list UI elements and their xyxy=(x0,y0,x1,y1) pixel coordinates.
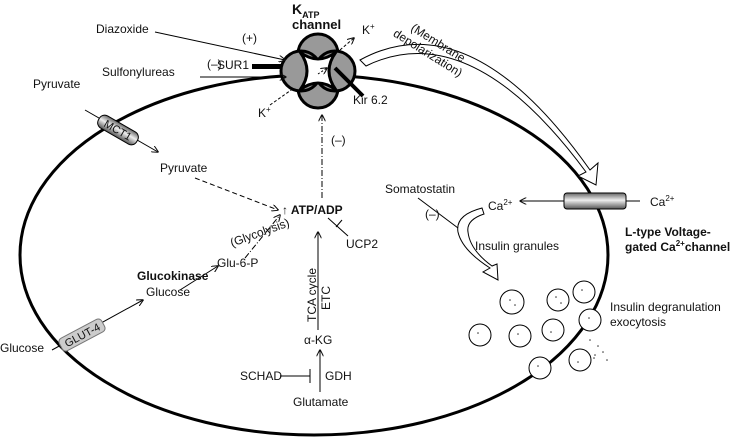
l-type-ca-channel xyxy=(563,192,627,210)
kir-label: Kir 6.2 xyxy=(353,93,388,107)
k-efflux-arrow xyxy=(339,38,354,51)
glut4-transporter: GLUT-4 xyxy=(58,318,106,352)
sulfonylureas-label: Sulfonylureas xyxy=(102,65,175,79)
ca-to-granules-arrow xyxy=(457,207,499,281)
somatostatin-label: Somatostatin xyxy=(385,182,455,196)
ca-inside-label: Ca2+ xyxy=(488,198,513,213)
glycolysis-label: (Glycolysis) xyxy=(228,215,291,249)
alpha-kg-label: α-KG xyxy=(304,333,332,347)
ucp2-label: UCP2 xyxy=(346,237,378,251)
degranulation-label-2: exocytosis xyxy=(610,315,666,329)
glucokinase-arrow xyxy=(179,266,218,291)
minus-label-2: (–) xyxy=(331,133,346,147)
insulin-granules-label: Insulin granules xyxy=(475,239,559,253)
minus-label-1: (–) xyxy=(207,57,222,71)
pyruvate-inside-label: Pyruvate xyxy=(160,161,208,175)
glucose-inside-label: Glucose xyxy=(146,285,190,299)
l-type-label-2: gated Ca2+channel xyxy=(625,239,730,254)
sur1-bar xyxy=(252,64,282,69)
glucose-outside-label: Glucose xyxy=(0,341,44,355)
plus-label: (+) xyxy=(242,31,257,45)
etc-label: ETC xyxy=(319,286,333,310)
k-top-label: K+ xyxy=(362,22,375,37)
pyruvate-to-atp-arrow xyxy=(194,177,278,210)
gdh-label: GDH xyxy=(325,369,352,383)
kir-6-2-line xyxy=(333,66,365,98)
k-left-label: K+ xyxy=(258,105,271,120)
insulin-granule-speckles xyxy=(477,289,608,367)
svg-text:GLUT-4: GLUT-4 xyxy=(63,321,103,350)
somatostatin-inhibition xyxy=(417,197,459,229)
k-influx-line xyxy=(269,87,295,106)
ucp2-inhibition xyxy=(327,217,349,237)
katp-title: KATP xyxy=(292,1,319,20)
degranulation-label-1: Insulin degranulation xyxy=(610,300,721,314)
glutamate-label: Glutamate xyxy=(293,395,349,409)
katp-channel xyxy=(252,32,365,110)
pyruvate-outside-label: Pyruvate xyxy=(33,77,81,91)
glucokinase-label: Glucokinase xyxy=(137,269,209,283)
schad-label: SCHAD xyxy=(240,369,282,383)
minus-label-3: (–) xyxy=(425,207,440,221)
insulin-granules xyxy=(468,280,602,380)
depolarization-arrow xyxy=(359,43,599,186)
sur1-label: SUR1 xyxy=(217,58,249,72)
diazoxide-label: Diazoxide xyxy=(96,22,149,36)
diazoxide-arrow xyxy=(154,31,285,60)
tca-cycle-label: TCA cycle xyxy=(305,268,319,322)
atp-adp-label: ↑ ATP/ADP xyxy=(282,203,343,217)
ca-outside-label: Ca2+ xyxy=(650,194,675,209)
katp-channel-label: channel xyxy=(292,17,341,32)
glu-6-p-label: Glu-6-P xyxy=(217,256,258,270)
l-type-label-1: L-type Voltage- xyxy=(625,225,711,239)
glycolysis-arrow xyxy=(244,215,280,259)
